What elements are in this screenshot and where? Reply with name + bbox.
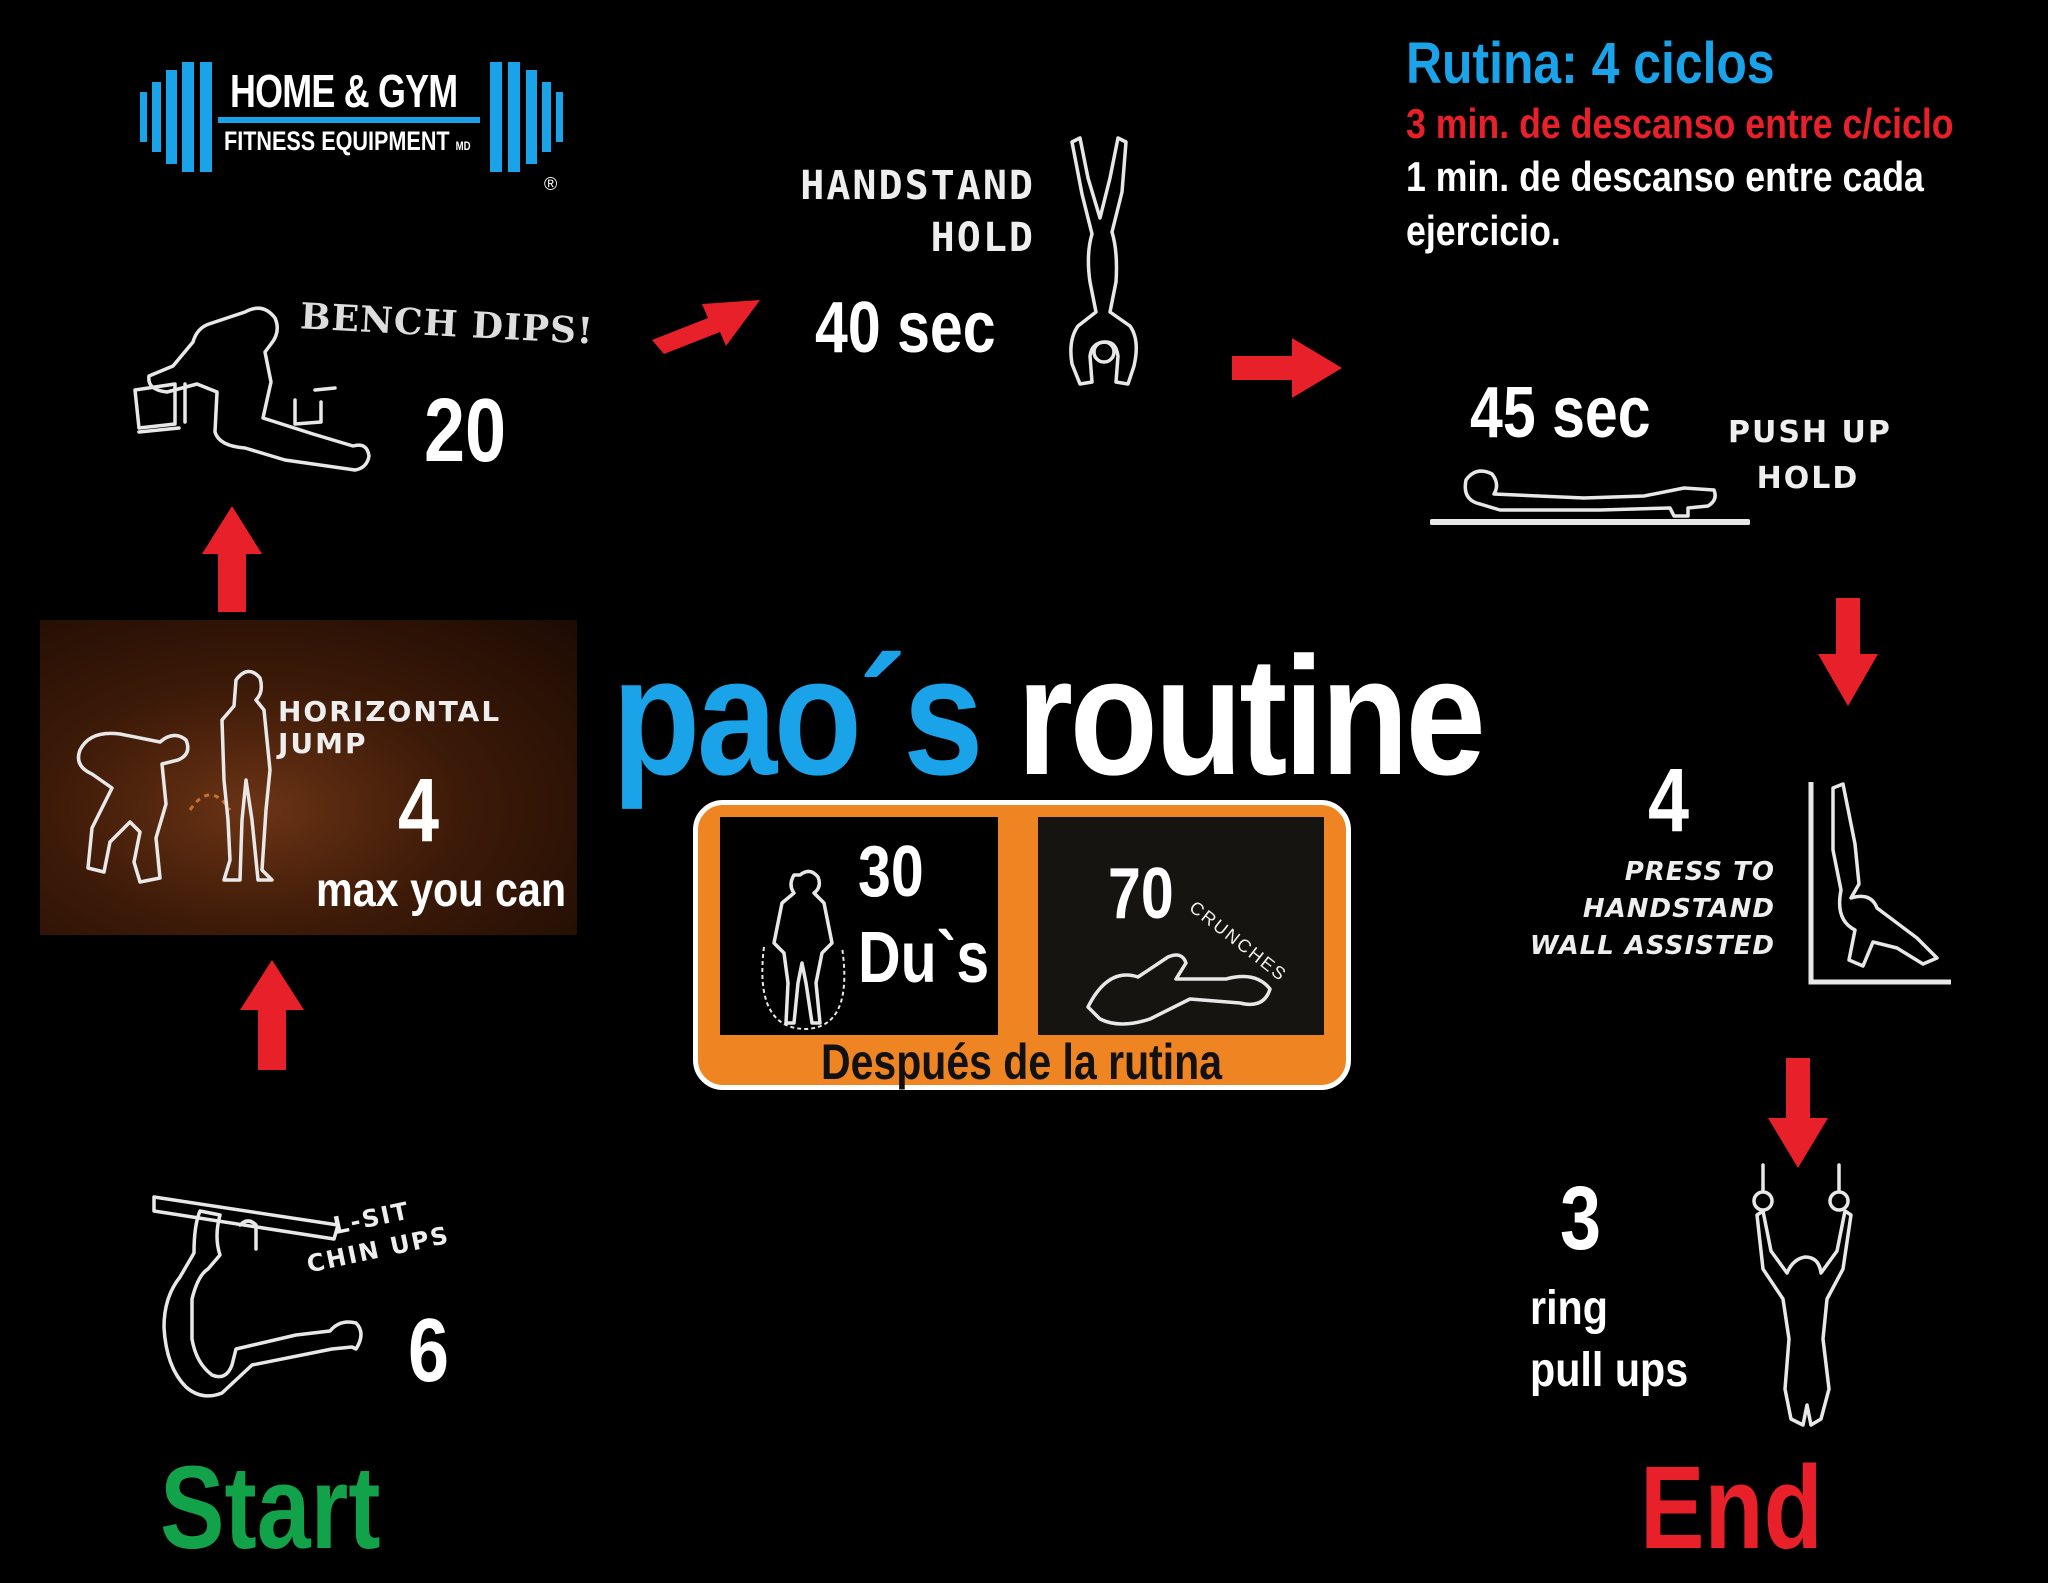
after-routine-box: 30 Du`s 70 CRUNCHES Después de la rutina	[693, 800, 1351, 1090]
handstand-figure	[1069, 136, 1138, 386]
ring-pull-ups-label: ring pull ups	[1530, 1282, 1689, 1397]
l-sit-chin-ups-figure	[152, 1195, 363, 1398]
logo-subtitle: FITNESS EQUIPMENT MD	[224, 126, 471, 156]
routine-cycles: Rutina: 4 ciclos	[1406, 31, 1775, 96]
arrow-right-icon	[652, 300, 760, 354]
rest-between-cycles: 3 min. de descanso entre c/ciclo	[1406, 100, 1954, 147]
bench-dips-figure	[133, 306, 371, 472]
handstand-hold-time: 40 sec	[815, 288, 996, 368]
horizontal-jump-figure	[76, 669, 274, 884]
logo-divider	[218, 117, 480, 123]
press-handstand-figure	[1808, 782, 1951, 985]
arrow-up-icon	[240, 960, 304, 1070]
ring-pull-ups-reps: 3	[1560, 1169, 1602, 1269]
rest-between-exercises: 1 min. de descanso entre cada ejercicio.	[1406, 153, 1924, 254]
push-up-hold-label: PUSH UP HOLD	[1728, 415, 1892, 496]
handstand-hold-label: HANDSTAND HOLD	[800, 163, 1035, 261]
horizontal-jump-note: max you can	[316, 864, 567, 917]
horizontal-jump-label: HORIZONTAL JUMP	[278, 695, 502, 760]
brand-logo: HOME & GYM FITNESS EQUIPMENT MD ®	[140, 62, 570, 194]
logo-title: HOME & GYM	[230, 65, 458, 117]
double-unders-count: 30	[858, 832, 924, 912]
jump-rope-figure	[761, 869, 846, 1031]
arrow-up-icon	[202, 506, 262, 612]
double-unders-panel: 30 Du`s	[720, 817, 998, 1035]
page-title: pao´s routine	[612, 620, 1486, 813]
title-part-routine: routine	[1016, 622, 1486, 810]
registered-mark: ®	[544, 174, 558, 194]
dumbbell-icon	[140, 62, 563, 172]
bench-dips-reps: 20	[424, 381, 507, 481]
arrow-right-icon	[1232, 338, 1342, 398]
horizontal-jump-reps: 4	[398, 761, 440, 861]
arrow-down-icon	[1818, 598, 1878, 706]
crunches-count: 70	[1108, 854, 1174, 934]
press-handstand-label: PRESS TO HANDSTAND WALL ASSISTED	[1529, 857, 1775, 961]
push-up-hold-time: 45 sec	[1470, 373, 1651, 453]
crunch-figure	[1086, 953, 1272, 1026]
start-label: Start	[160, 1442, 381, 1574]
l-sit-chin-ups-reps: 6	[408, 1301, 450, 1401]
after-routine-caption: Después de la rutina	[821, 1034, 1223, 1090]
crunches-panel: 70 CRUNCHES	[1038, 817, 1324, 1035]
end-label: End	[1640, 1442, 1823, 1574]
title-part-name: pao´s	[612, 622, 984, 810]
ring-pull-ups-figure	[1752, 1163, 1853, 1427]
double-unders-label: Du`s	[858, 918, 990, 998]
horizontal-jump-panel: HORIZONTAL JUMP 4 max you can	[40, 620, 577, 935]
push-up-figure	[1430, 469, 1750, 525]
press-handstand-reps: 4	[1648, 751, 1690, 851]
